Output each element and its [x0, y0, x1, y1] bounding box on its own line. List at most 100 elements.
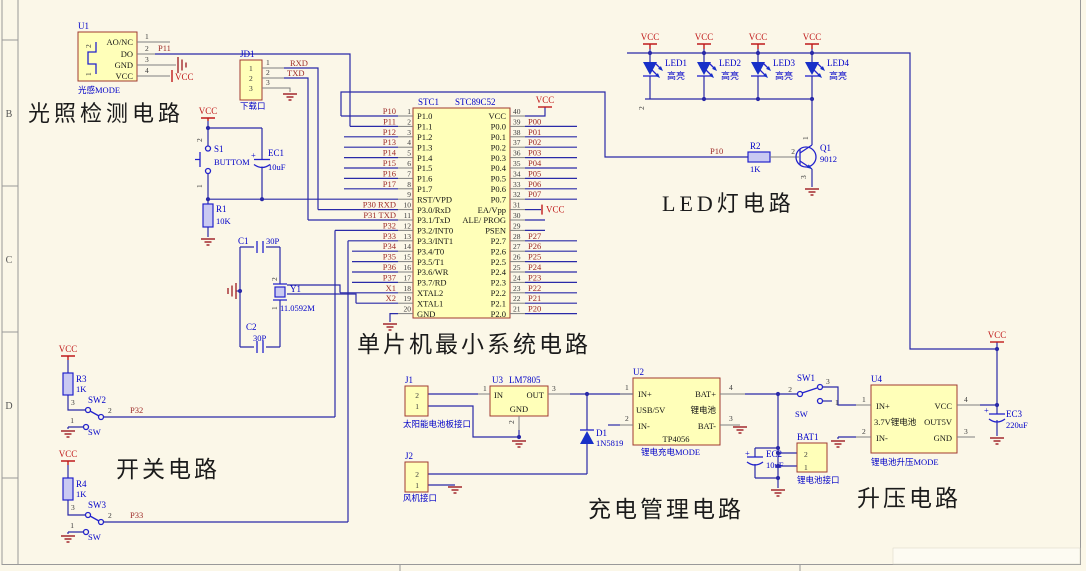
title-boost[interactable]: 升压电路: [857, 486, 961, 511]
y1-freq: 11.0592M: [280, 303, 315, 313]
jd1-download-port[interactable]: JD1 1 2 3 1 2 3 RXD TXD 下载口: [239, 49, 308, 111]
title-led[interactable]: LED灯电路: [662, 191, 795, 216]
jd1-stub-2: 2: [266, 68, 270, 77]
title-charge-mgmt[interactable]: 充电管理电路: [588, 497, 744, 522]
title-light-detect[interactable]: 光照检测电路: [28, 101, 184, 126]
svg-text:P03: P03: [528, 148, 541, 158]
q1-pin-b-num: 2: [791, 147, 795, 156]
jd1-designator: JD1: [240, 49, 255, 59]
ec3-value: 220uF: [1006, 420, 1028, 430]
svg-text:P01: P01: [528, 127, 541, 137]
charge-circuit[interactable]: J1 2 1 太阳能电池板接口 U3 LM7805 1 3 2 IN OUT G…: [403, 367, 840, 503]
title-switch[interactable]: 开关电路: [116, 457, 220, 482]
title-mcu-min-sys[interactable]: 单片机最小系统电路: [357, 332, 591, 357]
junction-dots: [205, 50, 1000, 481]
svg-text:1K: 1K: [76, 384, 87, 394]
u1-inner-pin2: 2: [84, 44, 93, 48]
section-titles[interactable]: 光照检测电路 单片机最小系统电路 LED灯电路 开关电路 充电管理电路 升压电路: [28, 101, 961, 522]
junction-dot: [755, 96, 761, 102]
u1-light-sensor[interactable]: U1 2 1 1 2 3 4 AO/NC DO GND VCC P11 VCC …: [77, 21, 194, 95]
svg-text:8: 8: [407, 180, 411, 189]
r2-value: 1K: [750, 164, 761, 174]
u3-gnd-label: GND: [510, 404, 528, 414]
sw1-pin2-num: 2: [788, 385, 792, 394]
svg-text:7: 7: [407, 169, 411, 178]
svg-text:P2.3: P2.3: [491, 278, 506, 288]
svg-text:26: 26: [513, 253, 521, 262]
crystal-circuit[interactable]: C1 30P C2 30P 2 1 Y1 11.0592M: [227, 236, 315, 353]
j1-label: 太阳能电池板接口: [403, 419, 471, 429]
svg-text:P0.3: P0.3: [491, 153, 506, 163]
net-p10-led: P10: [710, 146, 723, 156]
u2-bat-minus: BAT-: [698, 421, 716, 431]
svg-text:P12: P12: [383, 127, 396, 137]
svg-text:19: 19: [404, 294, 412, 303]
ec1-designator: EC1: [268, 148, 284, 158]
s1-designator: S1: [214, 144, 224, 154]
svg-text:ALE/ PROG: ALE/ PROG: [462, 215, 506, 225]
reset-button-circuit[interactable]: VCC 2 1 S1 BUTTOM + EC1 10uF R1 10K: [195, 106, 286, 228]
bat1-pin2-num: 2: [804, 450, 808, 459]
jd1-stub-1: 1: [266, 58, 270, 67]
d1-diode-symbol[interactable]: [580, 431, 594, 444]
ground-earth-icon: [61, 430, 75, 438]
junction-dot: [994, 402, 1000, 408]
boost-circuit[interactable]: U4 1 2 4 3 IN+ 3.7V锂电池 IN- VCC OUT5V GND…: [856, 330, 1028, 467]
svg-text:P3.3/INT1: P3.3/INT1: [417, 236, 453, 246]
wires[interactable]: [155, 52, 998, 522]
